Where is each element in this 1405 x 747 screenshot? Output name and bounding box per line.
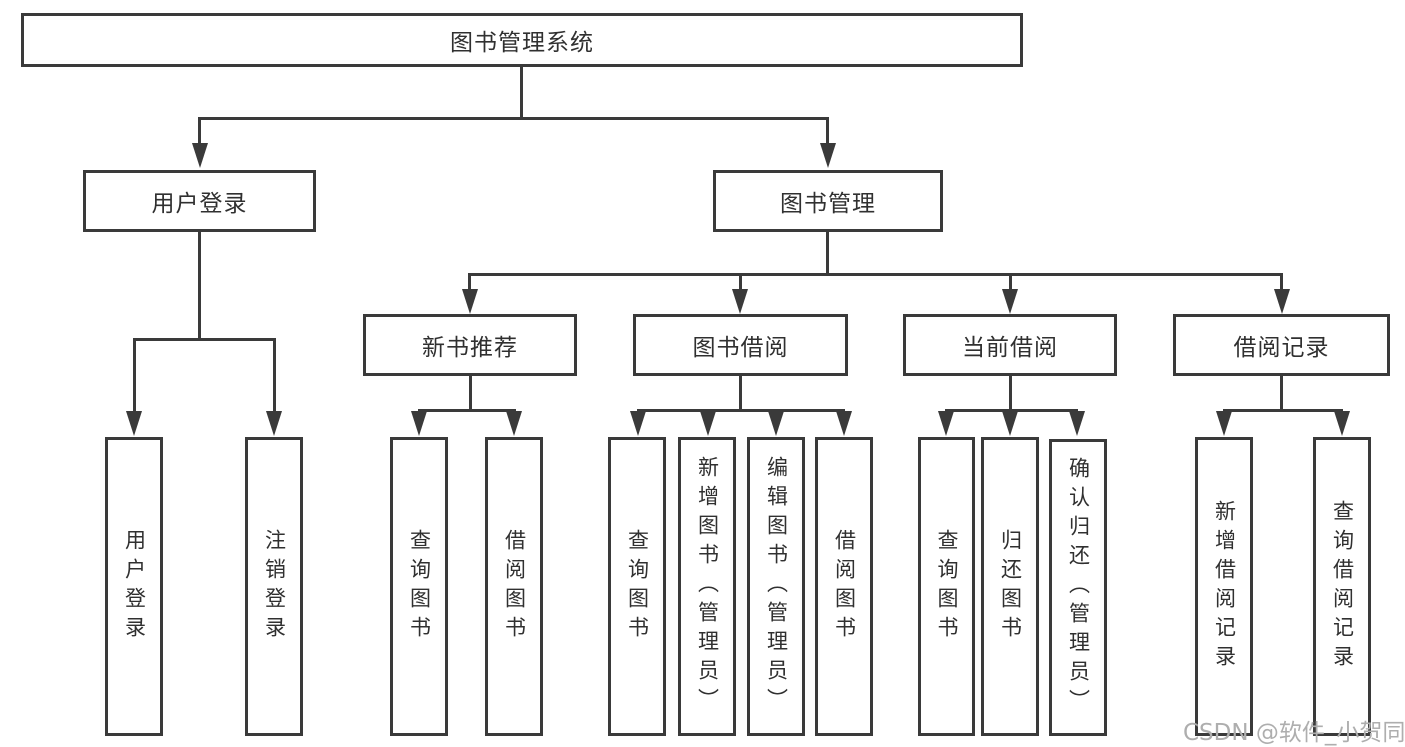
- arrow-down-icon: [820, 143, 836, 168]
- connector-vline: [1009, 374, 1012, 411]
- connector-vline: [826, 230, 829, 275]
- connector-vline: [1009, 273, 1012, 291]
- connector-vline: [469, 374, 472, 411]
- leaf-user-login: 用户登录: [105, 437, 163, 736]
- arrow-down-icon: [732, 289, 748, 314]
- leaf-query-books: 查询图书: [918, 437, 975, 736]
- leaf-return-books: 归还图书: [981, 437, 1039, 736]
- connector-vline: [826, 117, 829, 145]
- arrow-down-icon: [411, 411, 427, 436]
- leaf-label: 借阅图书: [502, 528, 527, 645]
- node-borrow-records: 借阅记录: [1173, 314, 1390, 376]
- leaf-logout: 注销登录: [245, 437, 303, 736]
- connector-hline: [637, 409, 845, 412]
- leaf-label: 注销登录: [262, 528, 287, 645]
- connector-vline: [739, 273, 742, 291]
- connector-vline: [468, 273, 471, 291]
- leaf-add-borrow-record: 新增借阅记录: [1195, 437, 1253, 736]
- leaf-label: 编辑图书（管理员）: [764, 456, 789, 717]
- arrow-down-icon: [462, 289, 478, 314]
- leaf-label: 查询借阅记录: [1330, 499, 1355, 674]
- leaf-label: 归还图书: [998, 528, 1023, 645]
- node-label: 借阅记录: [1233, 335, 1330, 361]
- leaf-label: 新增图书（管理员）: [695, 456, 720, 717]
- leaf-label: 查询图书: [935, 528, 959, 645]
- arrow-down-icon: [126, 411, 142, 436]
- csdn-watermark: CSDN @软件_小贺同学: [1183, 720, 1405, 746]
- leaf-borrow-books: 借阅图书: [815, 437, 873, 736]
- arrow-down-icon: [700, 411, 716, 436]
- arrow-down-icon: [192, 143, 208, 168]
- leaf-label: 确认归还（管理员）: [1066, 457, 1091, 718]
- connector-vline: [273, 338, 276, 413]
- connector-hline: [198, 117, 829, 120]
- leaf-add-books-admin: 新增图书（管理员）: [678, 437, 736, 736]
- leaf-label: 用户登录: [122, 528, 147, 645]
- arrow-down-icon: [1274, 289, 1290, 314]
- arrow-down-icon: [266, 411, 282, 436]
- arrow-down-icon: [1002, 289, 1018, 314]
- arrow-down-icon: [1334, 411, 1350, 436]
- node-book-borrow: 图书借阅: [633, 314, 848, 376]
- arrow-down-icon: [630, 411, 646, 436]
- leaf-query-borrow-record: 查询借阅记录: [1313, 437, 1371, 736]
- node-label: 当前借阅: [962, 335, 1058, 361]
- leaf-edit-books-admin: 编辑图书（管理员）: [747, 437, 805, 736]
- connector-vline: [198, 230, 201, 340]
- arrow-down-icon: [938, 411, 954, 436]
- node-book-management: 图书管理: [713, 170, 943, 232]
- arrow-down-icon: [506, 411, 522, 436]
- leaf-label: 新增借阅记录: [1212, 499, 1237, 674]
- connector-vline: [198, 117, 201, 145]
- connector-vline: [1280, 273, 1283, 291]
- arrow-down-icon: [836, 411, 852, 436]
- leaf-query-books: 查询图书: [390, 437, 448, 736]
- connector-vline: [1280, 374, 1283, 411]
- arrow-down-icon: [1002, 411, 1018, 436]
- leaf-label: 查询图书: [407, 528, 432, 645]
- leaf-label: 借阅图书: [832, 528, 857, 645]
- node-current-borrow: 当前借阅: [903, 314, 1117, 376]
- leaf-confirm-return-admin: 确认归还（管理员）: [1049, 439, 1107, 736]
- arrow-down-icon: [768, 411, 784, 436]
- connector-hline: [1223, 409, 1343, 412]
- connector-hline: [468, 273, 1283, 276]
- leaf-borrow-books: 借阅图书: [485, 437, 543, 736]
- node-label: 新书推荐: [422, 335, 518, 361]
- node-label: 图书管理: [780, 191, 876, 217]
- connector-vline: [520, 65, 523, 118]
- connector-hline: [418, 409, 516, 412]
- leaf-label: 查询图书: [625, 528, 650, 645]
- node-user-login: 用户登录: [83, 170, 316, 232]
- node-label: 用户登录: [151, 191, 248, 217]
- arrow-down-icon: [1216, 411, 1232, 436]
- node-library-management-system: 图书管理系统: [21, 13, 1023, 67]
- arrow-down-icon: [1069, 411, 1085, 436]
- node-label: 图书借阅: [692, 335, 789, 361]
- node-new-book-recommend: 新书推荐: [363, 314, 577, 376]
- leaf-query-books: 查询图书: [608, 437, 666, 736]
- connector-hline: [133, 338, 276, 341]
- connector-vline: [133, 338, 136, 413]
- node-label: 图书管理系统: [450, 30, 594, 56]
- connector-vline: [739, 374, 742, 411]
- connector-hline: [945, 409, 1078, 412]
